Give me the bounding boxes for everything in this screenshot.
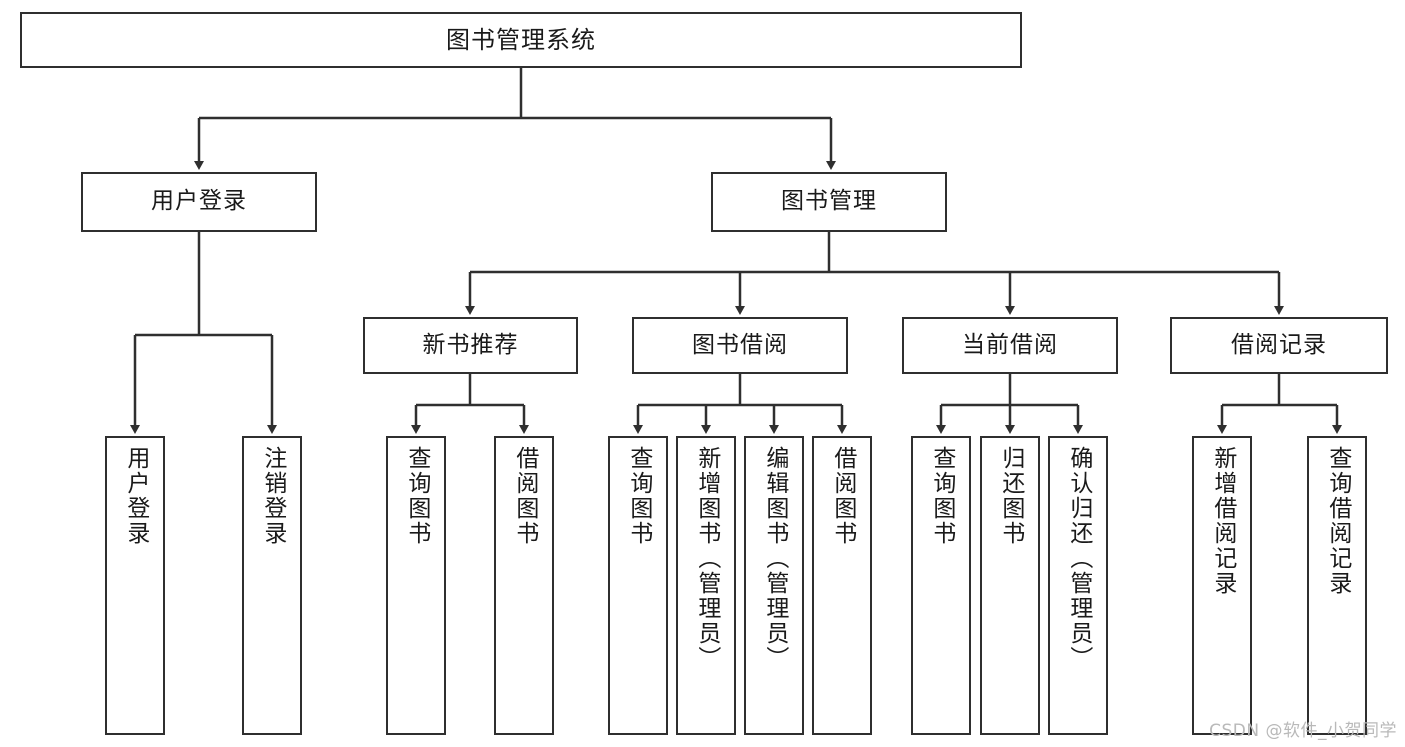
- node-root-book-management-system[interactable]: 图书管理系统: [20, 12, 1022, 68]
- node-label: 借阅图书: [511, 446, 538, 546]
- node-leaf-current-borrow-confirm-return[interactable]: 确认归还（管理员）: [1048, 436, 1108, 735]
- node-label: 新增图书（管理员）: [693, 446, 720, 671]
- node-label: 查询图书: [928, 446, 955, 546]
- node-label: 图书借阅: [692, 331, 788, 358]
- node-label: 新增借阅记录: [1209, 446, 1236, 596]
- node-label: 借阅记录: [1231, 331, 1327, 358]
- node-leaf-current-borrow-return[interactable]: 归还图书: [980, 436, 1040, 735]
- node-label: 编辑图书（管理员）: [761, 446, 788, 671]
- node-book-borrowing[interactable]: 图书借阅: [632, 317, 848, 374]
- node-leaf-current-borrow-query[interactable]: 查询图书: [911, 436, 971, 735]
- node-leaf-book-borrow-query[interactable]: 查询图书: [608, 436, 668, 735]
- node-user-login[interactable]: 用户登录: [81, 172, 317, 232]
- node-label: 查询图书: [625, 446, 652, 546]
- node-book-management[interactable]: 图书管理: [711, 172, 947, 232]
- node-leaf-book-borrow-edit[interactable]: 编辑图书（管理员）: [744, 436, 804, 735]
- node-label: 图书管理系统: [446, 25, 596, 54]
- node-label: 借阅图书: [829, 446, 856, 546]
- csdn-watermark: CSDN @软件_小贺同学: [1209, 721, 1397, 741]
- node-leaf-book-borrow-borrow[interactable]: 借阅图书: [812, 436, 872, 735]
- node-label: 查询图书: [403, 446, 430, 546]
- node-label: 用户登录: [122, 446, 149, 546]
- node-borrowing-record[interactable]: 借阅记录: [1170, 317, 1388, 374]
- node-leaf-borrow-record-query[interactable]: 查询借阅记录: [1307, 436, 1367, 735]
- node-leaf-new-book-query[interactable]: 查询图书: [386, 436, 446, 735]
- node-label: 归还图书: [997, 446, 1024, 546]
- node-new-book-recommendation[interactable]: 新书推荐: [363, 317, 578, 374]
- node-current-borrowing[interactable]: 当前借阅: [902, 317, 1118, 374]
- node-label: 确认归还（管理员）: [1065, 446, 1092, 671]
- node-leaf-user-login-signout[interactable]: 注销登录: [242, 436, 302, 735]
- node-label: 新书推荐: [422, 331, 519, 358]
- node-leaf-borrow-record-add[interactable]: 新增借阅记录: [1192, 436, 1252, 735]
- node-label: 注销登录: [259, 446, 286, 546]
- node-leaf-new-book-borrow[interactable]: 借阅图书: [494, 436, 554, 735]
- node-label: 图书管理: [781, 188, 877, 215]
- node-label: 查询借阅记录: [1324, 446, 1351, 596]
- node-label: 用户登录: [151, 188, 247, 215]
- node-leaf-user-login-signin[interactable]: 用户登录: [105, 436, 165, 735]
- node-label: 当前借阅: [962, 331, 1058, 358]
- node-leaf-book-borrow-add[interactable]: 新增图书（管理员）: [676, 436, 736, 735]
